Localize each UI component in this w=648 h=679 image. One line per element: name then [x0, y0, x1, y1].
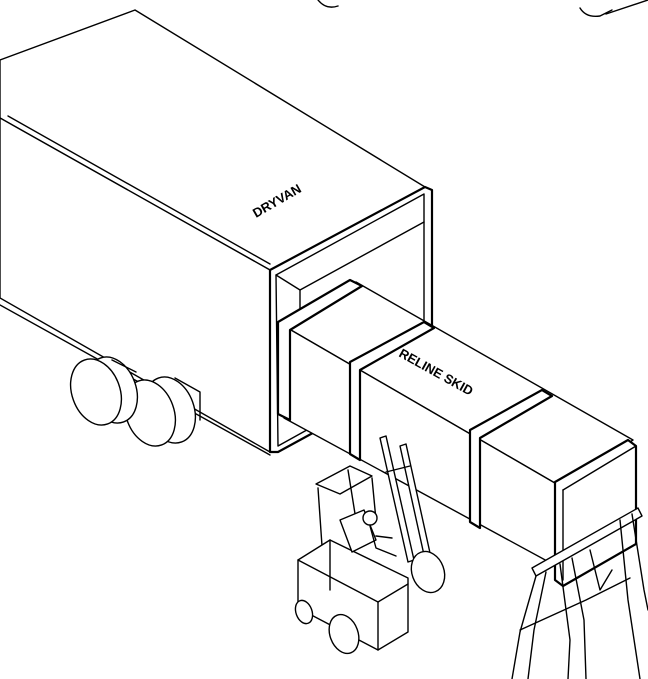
- forklift: [294, 435, 446, 655]
- cropped-object-fragment: [317, 0, 648, 18]
- sawhorse-stand: [511, 507, 648, 679]
- trailer-wheels: [69, 356, 201, 447]
- reline-skid-crate: [276, 278, 638, 588]
